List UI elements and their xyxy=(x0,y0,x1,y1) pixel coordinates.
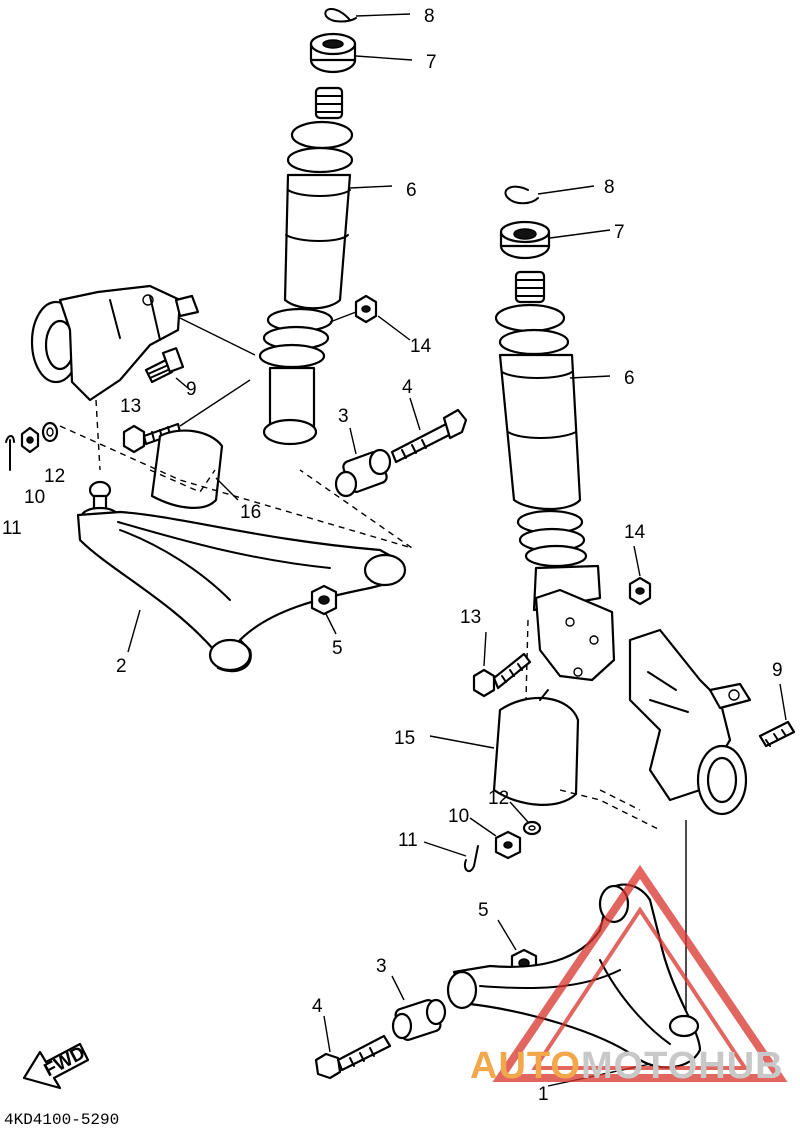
callout-15: 15 xyxy=(394,728,415,749)
guard-plate-15 xyxy=(492,689,580,806)
shock-nut-left xyxy=(309,32,357,74)
bolt-13-right xyxy=(472,652,532,698)
washer-12-right xyxy=(522,820,542,836)
steering-knuckle-left xyxy=(30,284,200,402)
guard-plate-16 xyxy=(150,429,224,509)
callout-8-right: 8 xyxy=(604,177,615,198)
callout-13-left: 13 xyxy=(120,396,141,417)
nut-14-right xyxy=(628,576,652,606)
shock-absorber-left xyxy=(258,86,354,446)
callout-4-right: 4 xyxy=(312,996,323,1017)
callout-16: 16 xyxy=(240,502,261,523)
steering-knuckle-right xyxy=(628,628,752,816)
washer-12-left xyxy=(41,421,59,443)
callout-10-right: 10 xyxy=(448,806,469,827)
callout-1: 1 xyxy=(538,1084,549,1105)
callout-9-right: 9 xyxy=(772,660,783,681)
lower-arm-left xyxy=(76,510,407,673)
callout-10-left: 10 xyxy=(24,487,45,508)
fwd-label: FWD xyxy=(41,1042,89,1081)
diagram-code: 4KD4100-5290 xyxy=(4,1111,119,1128)
bushing-3-left xyxy=(334,448,392,498)
shock-nut-right xyxy=(499,220,551,260)
watermark-text: AUTOMOTOHUB xyxy=(470,1045,784,1087)
nut-10-right xyxy=(494,830,522,860)
circlip-left xyxy=(324,8,357,23)
nut-14-left xyxy=(354,294,378,324)
cotter-pin-11-left xyxy=(5,435,15,471)
shock-absorber-right xyxy=(494,270,616,682)
nut-5-left xyxy=(310,584,338,616)
nut-10-left xyxy=(20,426,40,454)
callout-14-left: 14 xyxy=(410,336,432,357)
callout-12-left: 12 xyxy=(44,466,65,487)
circlip-right xyxy=(504,185,539,205)
callout-9-left: 9 xyxy=(186,379,197,400)
lower-arm-right xyxy=(446,883,702,1069)
callout-11-left: 11 xyxy=(2,518,22,539)
callout-2: 2 xyxy=(116,656,127,677)
callout-5-right: 5 xyxy=(478,900,489,921)
callout-6-left: 6 xyxy=(406,180,417,201)
callout-7-left: 7 xyxy=(426,52,437,73)
fwd-arrow-icon xyxy=(22,1042,90,1090)
callout-3-left: 3 xyxy=(338,406,349,427)
callout-12-right: 12 xyxy=(488,788,509,809)
watermark-logo-icon xyxy=(492,864,788,1082)
watermark-part-auto: AUTO xyxy=(470,1045,581,1087)
callout-8-left: 8 xyxy=(424,6,435,27)
cotter-pin-11-right xyxy=(464,845,479,873)
watermark-part-moto: MOTO xyxy=(581,1045,698,1087)
bushing-3-right xyxy=(391,998,447,1041)
callout-13-right: 13 xyxy=(460,607,481,628)
callout-7-right: 7 xyxy=(614,222,625,243)
callout-6-right: 6 xyxy=(624,368,635,389)
watermark-part-hub: HUB xyxy=(698,1045,783,1087)
bolt-4-left xyxy=(390,408,468,464)
bolt-9-right xyxy=(758,720,796,748)
callout-4-left: 4 xyxy=(402,377,413,398)
callout-3-right: 3 xyxy=(376,956,387,977)
callout-5-left: 5 xyxy=(332,638,343,659)
callout-11-right: 11 xyxy=(398,830,418,851)
callout-14-right: 14 xyxy=(624,522,646,543)
bolt-4-right xyxy=(314,1034,392,1080)
bolt-9-left xyxy=(144,347,185,384)
